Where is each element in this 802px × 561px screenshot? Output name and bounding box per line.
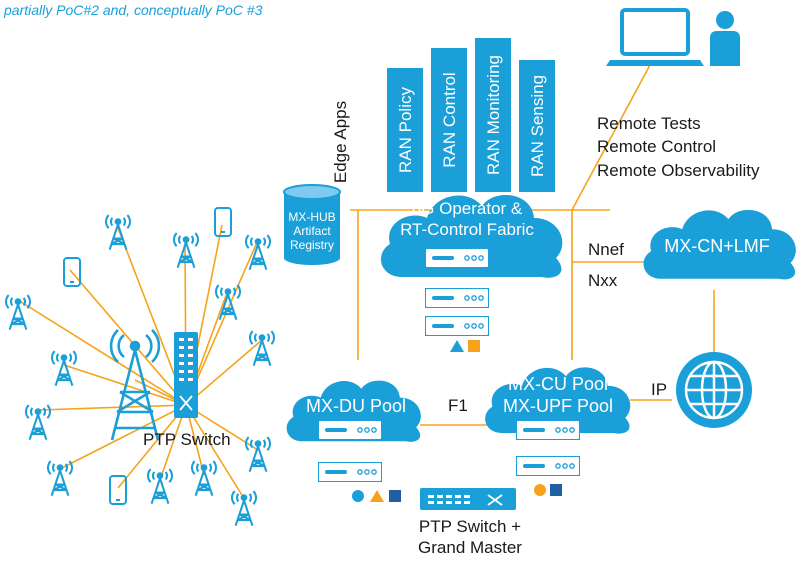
circle-badge [352,490,364,502]
ran-app-label: RAN Control [440,72,459,167]
ran-app-label: RAN Sensing [528,75,547,177]
cell-tower-icon [244,234,272,271]
ip-label: IP [651,380,667,399]
du-server [318,420,382,440]
ran-app-label: RAN Monitoring [484,55,503,175]
hub-label: MX-HUB [288,210,335,224]
edge-apps-label: Edge Apps [331,101,350,183]
cu-server [516,456,580,476]
hub-label: Artifact [293,224,331,238]
grandmaster-label: Grand Master [418,538,522,557]
cu-label: MX-CU Pool [508,374,608,394]
ptp-switch-icon [174,332,198,418]
user-icon [710,11,740,66]
internet-globe-icon [676,352,752,428]
cell-tower-icon [190,460,218,497]
grandmaster-switch-icon [420,488,516,510]
cell-tower-icon [46,460,74,497]
remote-label: Remote Tests [597,114,701,133]
remote-label: Remote Control [597,137,716,156]
ptp-switch-label: PTP Switch [143,430,231,449]
nxx-label: Nxx [588,271,618,290]
nnef-label: Nnef [588,240,624,259]
central-tower-icon [109,329,161,441]
fabric-server [425,316,489,336]
grandmaster-label: PTP Switch + [419,517,521,536]
hub-label: Registry [290,238,334,252]
ran-apps [387,38,555,192]
cell-tower-icon [230,490,258,527]
ran-monitoring-block [475,38,511,192]
square-badge [550,484,562,496]
f1-label: F1 [448,396,468,415]
fabric-label: 6G Operator & [412,199,523,218]
square-badge [389,490,401,502]
fabric-server [425,288,489,308]
phone-icon [214,207,232,237]
cu-server [516,420,580,440]
fabric-label: RT-Control Fabric [400,220,534,239]
triangle-badge [450,340,464,352]
cell-tower-icon [172,232,200,269]
cell-tower-icon [146,468,174,505]
cell-tower-icon [244,436,272,473]
ran-app-label: RAN Policy [396,87,415,173]
cn-label: MX-CN+LMF [664,236,770,256]
laptop-icon [606,8,704,66]
hub-registry-icon [283,184,341,265]
ran-control-block [431,48,467,192]
cell-tower-icon [248,330,276,367]
remote-label: Remote Observability [597,161,760,180]
fabric-server [425,248,489,268]
cell-tower-icon [104,214,132,251]
caption: partially PoC#2 and, conceptually PoC #3 [4,2,263,18]
cell-tower-icon [4,294,32,331]
triangle-badge [370,490,384,502]
ran-policy-block [387,68,423,192]
cu-label: MX-UPF Pool [503,396,613,416]
du-server [318,462,382,482]
du-label: MX-DU Pool [306,396,406,416]
ran-sensing-block [519,60,555,192]
square-badge [468,340,480,352]
circle-badge [534,484,546,496]
